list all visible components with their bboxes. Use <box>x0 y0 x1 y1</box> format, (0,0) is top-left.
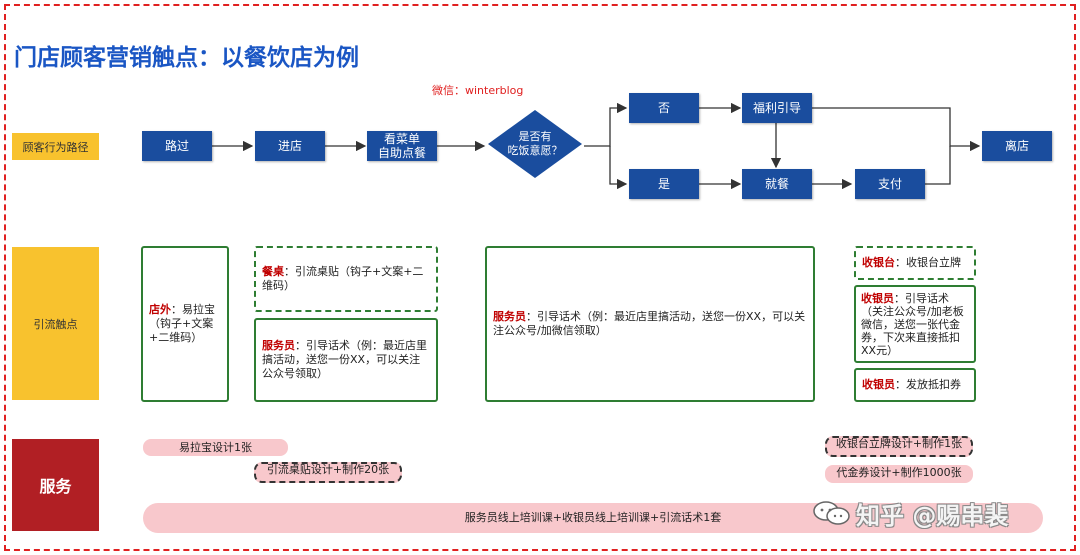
service-cashier-stand: 收银台立牌设计+制作1张 <box>825 436 973 457</box>
node-pass-by: 路过 <box>142 131 212 161</box>
node-no: 否 <box>629 93 699 123</box>
decision-text-line1: 是否有 <box>518 130 552 143</box>
touch-waiter-2-text: ：引导话术（例：最近店里搞活动，送您一份XX，可以关注公众号/加微信领取） <box>493 310 806 337</box>
touch-table: 餐桌：引流桌贴（钩子+文案+二维码） <box>254 246 438 312</box>
touch-outside-label: 店外 <box>149 303 171 316</box>
touch-waiter-1-text: ：引导话术（例：最近店里搞活动，送您一份XX，可以关注公众号领取） <box>262 339 427 380</box>
touch-waiter-2: 服务员：引导话术（例：最近店里搞活动，送您一份XX，可以关注公众号/加微信领取） <box>485 246 815 402</box>
touch-waiter-2-label: 服务员 <box>493 310 526 323</box>
node-leave-store: 离店 <box>982 131 1052 161</box>
page-frame <box>4 4 1076 551</box>
decision-text-line2: 吃饭意愿？ <box>507 144 563 157</box>
node-pay: 支付 <box>855 169 925 199</box>
node-enter-store: 进店 <box>255 131 325 161</box>
touch-cashier-2: 收银员：发放抵扣券 <box>854 368 976 402</box>
node-view-menu-line2: 自助点餐 <box>377 146 426 160</box>
lane-customer-path: 顾客行为路径 <box>12 133 99 160</box>
node-view-menu-line1: 看菜单 <box>383 132 420 146</box>
touch-waiter-1-label: 服务员 <box>262 339 295 352</box>
touch-cashier-desk-label: 收银台 <box>862 256 895 269</box>
touch-waiter-1: 服务员：引导话术（例：最近店里搞活动，送您一份XX，可以关注公众号领取） <box>254 318 438 402</box>
touch-cashier-1: 收银员：引导话术（关注公众号/加老板微信，送您一张代金券，下次来直接抵扣XX元） <box>854 285 976 363</box>
service-rollup-banner: 易拉宝设计1张 <box>143 439 288 456</box>
node-view-menu: 看菜单 自助点餐 <box>367 131 437 161</box>
wechat-id: 微信：winterblog <box>432 84 524 97</box>
touch-cashier-1-text: ：引导话术（关注公众号/加老板微信，送您一张代金券，下次来直接抵扣XX元） <box>861 291 964 357</box>
touch-cashier-1-label: 收银员 <box>861 291 894 305</box>
watermark: 知乎 @赐串裴 <box>812 492 1062 532</box>
node-dine: 就餐 <box>742 169 812 199</box>
page-title: 门店顾客营销触点：以餐饮店为例 <box>14 45 359 71</box>
touch-cashier-2-text: ：发放抵扣券 <box>895 378 961 391</box>
node-benefit-guide: 福利引导 <box>742 93 812 123</box>
touch-outside-text: ：易拉宝（钩子+文案+二维码） <box>149 303 215 344</box>
touch-cashier-2-label: 收银员 <box>862 378 895 391</box>
decision-diamond-shape <box>488 110 582 178</box>
touch-table-text: ：引流桌贴（钩子+文案+二维码） <box>262 265 424 292</box>
touch-table-label: 餐桌 <box>262 265 284 278</box>
decision-text: 是否有 吃饭意愿？ <box>486 108 584 180</box>
node-yes: 是 <box>629 169 699 199</box>
touch-cashier-desk-text: ：收银台立牌 <box>895 256 961 269</box>
wechat-logo-icon <box>813 501 850 525</box>
service-table-sticker: 引流桌贴设计+制作20张 <box>254 462 402 483</box>
watermark-text: 知乎 @赐串裴 <box>856 502 1009 530</box>
touch-cashier-desk: 收银台：收银台立牌 <box>854 246 976 280</box>
service-training: 服务员线上培训课+收银员线上培训课+引流话术1套 <box>143 503 1043 533</box>
lane-touchpoints: 引流触点 <box>12 247 99 400</box>
decision-diamond: 是否有 吃饭意愿？ <box>486 108 584 180</box>
touch-outside: 店外：易拉宝（钩子+文案+二维码） <box>141 246 229 402</box>
service-voucher: 代金券设计+制作1000张 <box>825 465 973 483</box>
lane-service: 服务 <box>12 439 99 531</box>
